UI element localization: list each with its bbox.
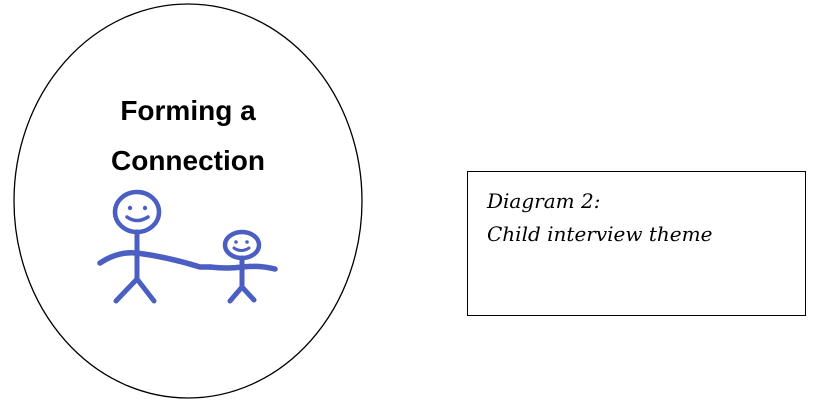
- caption-description: Child interview theme: [487, 222, 713, 246]
- adult-and-child-holding-hands-icon: [97, 189, 278, 304]
- theme-title-line-2: Connection: [111, 145, 265, 176]
- theme-circle-outline: [13, 3, 363, 399]
- caption-label: Diagram 2:: [487, 189, 601, 213]
- theme-title-line-1: Forming a: [120, 95, 256, 126]
- theme-circle: Forming a Connection: [12, 2, 364, 400]
- diagram-caption-box: Diagram 2: Child interview theme: [467, 171, 806, 316]
